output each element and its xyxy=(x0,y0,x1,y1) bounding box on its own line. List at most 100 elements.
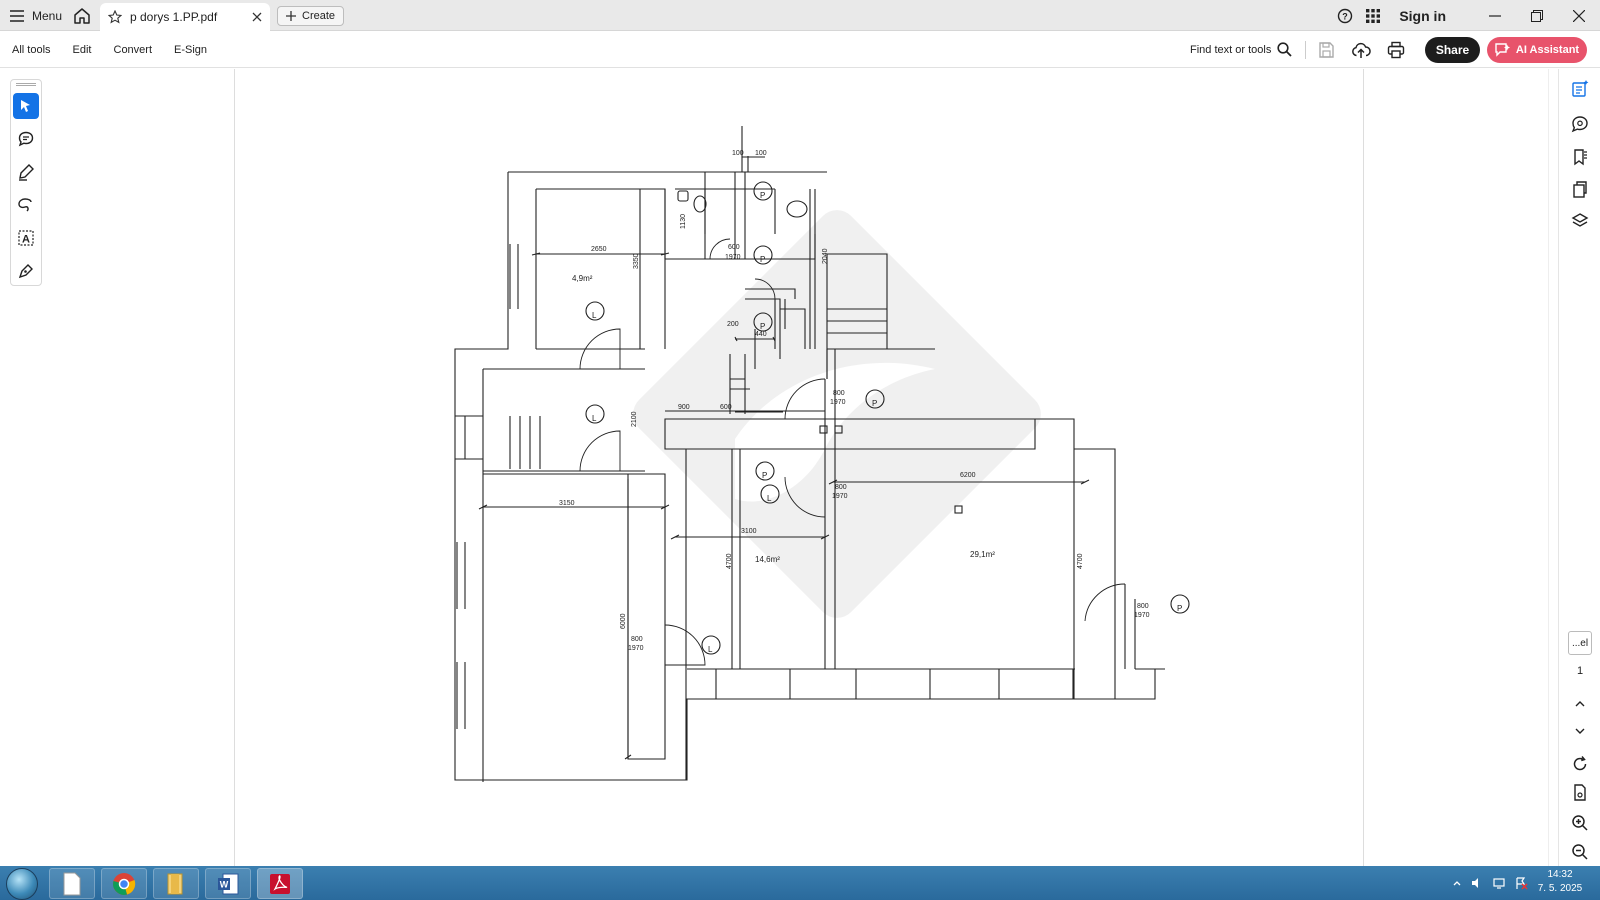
ai-assistant-button[interactable]: AI Assistant xyxy=(1487,37,1587,63)
hamburger-icon xyxy=(10,10,24,22)
vertical-scrollbar[interactable] xyxy=(1548,69,1558,866)
sign-tool[interactable] xyxy=(13,258,39,284)
share-button[interactable]: Share xyxy=(1425,37,1480,63)
apps-grid-icon xyxy=(1366,8,1381,23)
door-mark-label: P xyxy=(1177,604,1182,613)
find-text-button[interactable]: Find text or tools xyxy=(1190,31,1292,68)
dimension-label: 100 xyxy=(755,150,767,157)
dimension-label: 3350 xyxy=(633,253,640,269)
taskbar-explorer[interactable] xyxy=(153,868,199,899)
draw-tool[interactable] xyxy=(13,192,39,218)
dimension-label: 800 xyxy=(1137,603,1149,610)
dimension-label: 800 xyxy=(631,636,643,643)
dimension-label: 1970 xyxy=(830,399,846,406)
menu-all-tools[interactable]: All tools xyxy=(12,43,51,56)
create-label: Create xyxy=(302,10,336,22)
door-mark-label: P xyxy=(760,191,765,200)
taskbar-word[interactable]: W xyxy=(205,868,251,899)
comments-icon xyxy=(1571,116,1588,133)
document-viewport[interactable]: 100 100 2650 3350 1130 600 1970 200 440 … xyxy=(235,69,1363,866)
layers-icon xyxy=(1571,213,1589,227)
zoom-in-icon xyxy=(1572,815,1588,831)
help-button[interactable]: ? xyxy=(1331,2,1359,30)
print-button[interactable] xyxy=(1386,40,1406,60)
cursor-arrow-icon xyxy=(21,100,30,112)
layers-button[interactable] xyxy=(1570,211,1590,231)
quick-tools-bar: A xyxy=(10,79,42,286)
menu-e-sign[interactable]: E-Sign xyxy=(174,43,208,56)
print-icon xyxy=(1387,41,1405,59)
watermark-logo xyxy=(633,210,1041,618)
os-taskbar: W 14:32 7. 5. 2025 xyxy=(0,866,1600,900)
floor-plan-drawing: 100 100 2650 3350 1130 600 1970 200 440 … xyxy=(454,126,1190,782)
dimension-label: 6200 xyxy=(960,472,976,479)
page-tools-button[interactable] xyxy=(1570,783,1590,803)
menu-button[interactable]: Menu xyxy=(10,6,62,26)
door-mark-label: L xyxy=(708,645,713,654)
dimension-label: 3100 xyxy=(741,528,757,535)
taskbar-chrome[interactable] xyxy=(101,868,147,899)
door-mark-label: L xyxy=(767,494,772,503)
sign-in-button[interactable]: Sign in xyxy=(1399,7,1446,24)
document-tab[interactable]: p dorys 1.PP.pdf xyxy=(100,3,270,31)
door-mark-label: P xyxy=(872,399,877,408)
tray-expand-icon[interactable] xyxy=(1452,878,1462,888)
toolbar-separator xyxy=(1305,41,1306,59)
page-number-input[interactable]: ...el xyxy=(1568,631,1592,655)
restore-button[interactable] xyxy=(1516,0,1558,31)
menu-edit[interactable]: Edit xyxy=(72,43,92,56)
network-icon[interactable] xyxy=(1492,876,1506,890)
highlight-tool[interactable] xyxy=(13,159,39,185)
taskbar-acrobat[interactable] xyxy=(257,868,303,899)
comment-icon xyxy=(18,131,34,147)
next-page-button[interactable] xyxy=(1570,721,1590,741)
home-button[interactable] xyxy=(72,6,92,26)
acrobat-icon xyxy=(270,873,290,894)
taskbar-notepad[interactable] xyxy=(49,868,95,899)
previous-page-button[interactable] xyxy=(1570,694,1590,714)
star-icon[interactable] xyxy=(108,10,122,24)
ai-assistant-label: AI Assistant xyxy=(1515,44,1580,56)
dimension-label: 900 xyxy=(678,404,690,411)
close-tab-icon[interactable] xyxy=(252,12,262,22)
cloud-upload-icon xyxy=(1352,42,1371,58)
close-icon xyxy=(1573,9,1585,22)
chevron-down-icon xyxy=(1575,728,1585,734)
dimension-label: 600 xyxy=(728,244,740,251)
menu-convert[interactable]: Convert xyxy=(113,43,153,56)
minimize-button[interactable] xyxy=(1474,0,1516,31)
flag-alert-icon[interactable] xyxy=(1514,876,1528,890)
pages-button[interactable] xyxy=(1570,179,1590,199)
tab-title: p dorys 1.PP.pdf xyxy=(130,10,218,24)
close-window-button[interactable] xyxy=(1558,0,1600,31)
add-text-tool[interactable]: A xyxy=(13,225,39,251)
save-button[interactable] xyxy=(1316,40,1336,60)
volume-icon[interactable] xyxy=(1470,876,1484,890)
system-clock[interactable]: 14:32 7. 5. 2025 xyxy=(1530,868,1590,896)
toolbar-grip[interactable] xyxy=(16,83,36,86)
rotate-button[interactable] xyxy=(1570,754,1590,774)
home-icon xyxy=(74,8,90,24)
create-button[interactable]: Create xyxy=(277,6,345,26)
chevron-up-icon xyxy=(1575,701,1585,707)
zoom-out-button[interactable] xyxy=(1570,842,1590,862)
select-tool[interactable] xyxy=(13,93,39,119)
room-area-label: 4,9m² xyxy=(572,274,593,283)
text-box-icon: A xyxy=(18,230,34,246)
zoom-in-button[interactable] xyxy=(1570,813,1590,833)
comment-tool[interactable] xyxy=(13,126,39,152)
comments-panel-button[interactable] xyxy=(1570,114,1590,134)
start-button[interactable] xyxy=(6,868,38,900)
folder-icon xyxy=(167,873,183,894)
apps-button[interactable] xyxy=(1359,2,1387,30)
word-icon: W xyxy=(218,873,239,894)
svg-text:?: ? xyxy=(1343,11,1349,21)
page-count: 1 xyxy=(1576,665,1584,677)
upload-button[interactable] xyxy=(1351,40,1371,60)
document-margin xyxy=(1364,69,1548,866)
room-area-label: 14,6m² xyxy=(755,555,780,564)
bookmarks-button[interactable] xyxy=(1570,147,1590,167)
ai-summary-button[interactable] xyxy=(1570,79,1590,99)
search-icon xyxy=(1277,42,1292,57)
restore-icon xyxy=(1531,9,1543,22)
